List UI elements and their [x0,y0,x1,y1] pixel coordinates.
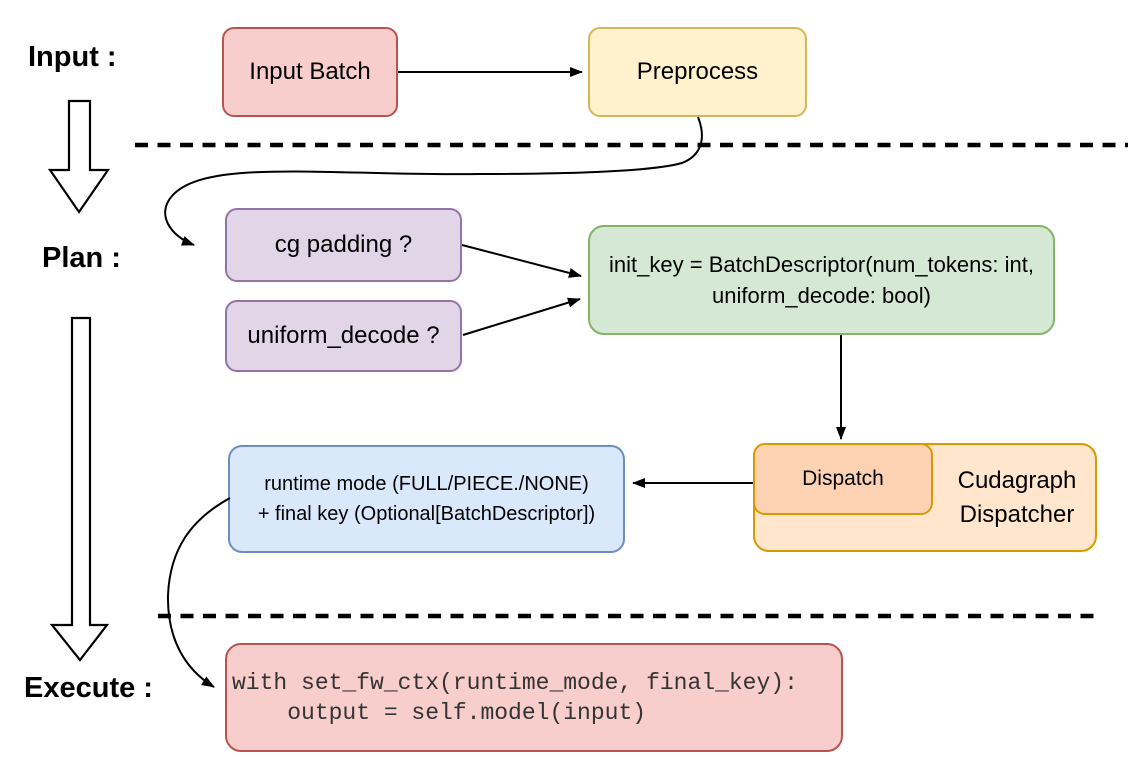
edge-uniform-decode-to-init-key [462,297,581,336]
init-key-line2: uniform_decode: bool) [712,283,931,308]
preprocess-node: Preprocess [588,27,807,117]
init-key-node: init_key = BatchDescriptor(num_tokens: i… [588,225,1055,335]
edge-cg-padding-to-init-key [461,244,582,278]
input-batch-node: Input Batch [222,27,398,117]
plan-section-label: Plan : [42,242,121,274]
dispatch-node: Dispatch [753,443,933,515]
cudagraph-label-line2: Dispatcher [959,500,1075,528]
cg-padding-node: cg padding ? [225,208,462,282]
runtime-mode-line2: + final key (Optional[BatchDescriptor]) [257,503,596,525]
preprocess-label: Preprocess [636,58,759,85]
execute-code-line1: with set_fw_ctx(runtime_mode, final_key)… [232,669,798,696]
input-section-label: Input : [28,41,117,73]
execute-code-line2: output = self.model(input) [232,699,647,726]
input-to-plan-arrow [47,99,111,214]
cg-padding-label: cg padding ? [274,231,413,258]
execute-code-node: with set_fw_ctx(runtime_mode, final_key)… [225,643,843,752]
cudagraph-label-line1: Cudagraph [957,466,1077,494]
plan-to-execute-arrow [49,316,110,662]
uniform-decode-label: uniform_decode ? [247,322,440,349]
execute-section-label: Execute : [24,672,153,704]
runtime-mode-line1: runtime mode (FULL/PIECE./NONE) [264,473,589,495]
input-batch-label: Input Batch [249,58,371,85]
cudagraph-dispatcher-label: Cudagraph Dispatcher [937,445,1097,550]
dispatch-label: Dispatch [802,467,884,490]
edge-runtime-mode-to-execute-code [166,497,231,688]
init-key-line1: init_key = BatchDescriptor(num_tokens: i… [609,252,1034,277]
uniform-decode-node: uniform_decode ? [225,300,462,372]
runtime-mode-node: runtime mode (FULL/PIECE./NONE) + final … [228,445,625,553]
